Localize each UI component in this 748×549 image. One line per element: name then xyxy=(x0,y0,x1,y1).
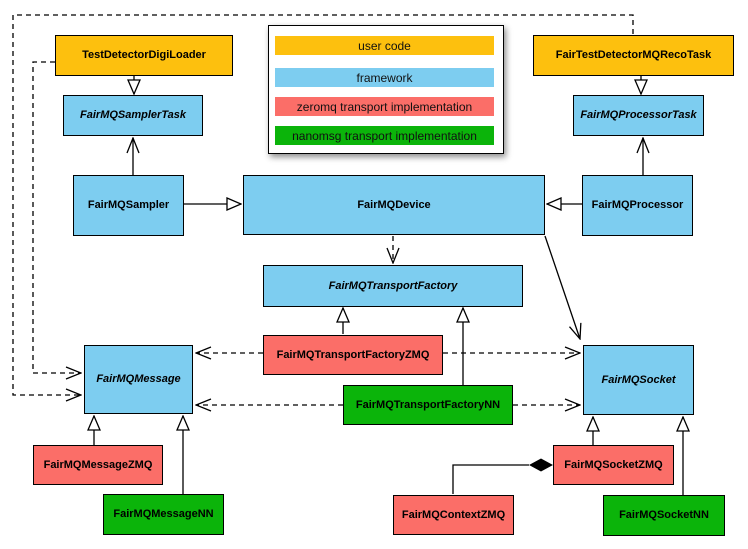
class-box-fairmqmessagezmq: FairMQMessageZMQ xyxy=(33,445,163,485)
class-box-fairmqsocketzmq: FairMQSocketZMQ xyxy=(553,445,674,485)
legend-item-framework: framework xyxy=(275,68,494,87)
composition-diamond xyxy=(529,458,553,472)
class-box-fairmqsamplertask: FairMQSamplerTask xyxy=(63,95,203,136)
class-box-testdetectordigiloader: TestDetectorDigiLoader xyxy=(55,35,233,76)
class-box-fairtestdetectormqrecotask: FairTestDetectorMQRecoTask xyxy=(533,35,734,76)
class-box-fairmqsampler: FairMQSampler xyxy=(73,175,184,236)
dependency-recotask-to-message xyxy=(12,14,634,395)
class-box-fairmqmessage: FairMQMessage xyxy=(84,345,193,414)
class-box-fairmqsocketnn: FairMQSocketNN xyxy=(603,495,725,536)
legend-item-user-code: user code xyxy=(275,36,494,55)
composition-contextzmq-to-socketzmq-line xyxy=(452,464,529,494)
legend-box: user code framework zeromq transport imp… xyxy=(268,25,504,154)
class-box-fairmqprocessor: FairMQProcessor xyxy=(582,175,693,236)
class-box-fairmqdevice: FairMQDevice xyxy=(243,175,545,235)
class-box-fairmqprocessortask: FairMQProcessorTask xyxy=(573,95,704,136)
class-box-fairmqsocket: FairMQSocket xyxy=(583,345,694,415)
class-box-fairmqtransportfactory: FairMQTransportFactory xyxy=(263,265,523,307)
class-box-fairmqcontextzmq: FairMQContextZMQ xyxy=(393,495,514,535)
class-box-fairmqtransportfactoryzmq: FairMQTransportFactoryZMQ xyxy=(263,335,443,375)
association-device-to-socket xyxy=(544,235,580,339)
class-box-fairmqmessagenn: FairMQMessageNN xyxy=(103,494,224,535)
dependency-digiloader-to-message xyxy=(32,61,81,373)
legend-item-zeromq: zeromq transport implementation xyxy=(275,97,494,116)
legend-item-nanomsg: nanomsg transport implementation xyxy=(275,126,494,145)
class-box-fairmqtransportfactorynn: FairMQTransportFactoryNN xyxy=(343,385,513,425)
